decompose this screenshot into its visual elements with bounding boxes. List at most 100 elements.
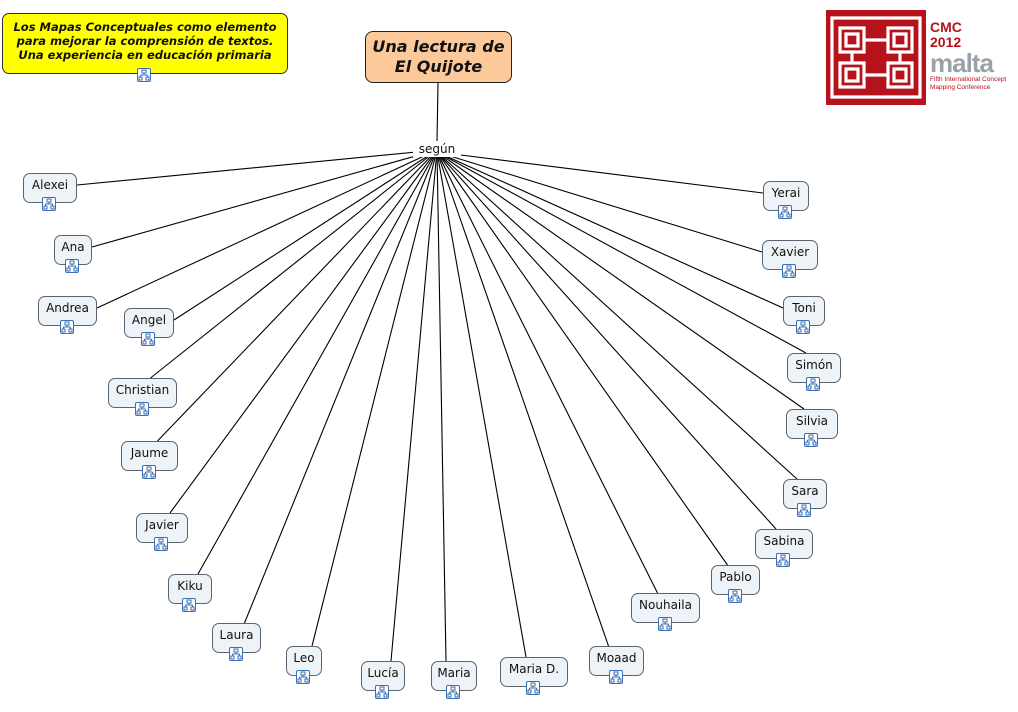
submap-icon[interactable] [806, 377, 820, 391]
concept-node[interactable]: Leo [286, 646, 322, 684]
main-to-phrase-line [436, 82, 439, 143]
linking-phrase[interactable]: según [413, 141, 461, 157]
concept-node[interactable]: Sabina [755, 529, 813, 567]
title-line-2: para mejorar la comprensión de textos. [16, 34, 274, 48]
link-line-5 [150, 149, 438, 379]
submap-icon[interactable] [137, 68, 151, 82]
submap-icon[interactable] [727, 589, 742, 603]
submap-icon[interactable] [154, 537, 168, 551]
concept-label: Angel [131, 313, 167, 327]
concept-node[interactable]: Maria [431, 661, 477, 699]
concept-node[interactable]: Javier [136, 513, 188, 551]
concept-label: Sabina [763, 534, 805, 548]
link-line-8 [197, 149, 438, 575]
link-line-21 [436, 151, 784, 309]
map-title-box[interactable]: Los Mapas Conceptuales como elemento par… [2, 13, 288, 82]
link-line-23 [436, 151, 764, 194]
submap-icon[interactable] [526, 681, 540, 695]
concept-label: Laura [219, 628, 254, 642]
concept-node[interactable]: Silvia [786, 409, 838, 447]
logo-malta-text: malta [930, 48, 994, 78]
submap-icon[interactable] [59, 320, 74, 334]
link-line-16 [436, 151, 728, 566]
submap-icon[interactable] [182, 598, 196, 612]
concept-node[interactable]: Xavier [762, 240, 818, 278]
logo-subtitle-2: Mapping Conference [930, 84, 991, 91]
link-line-18 [436, 151, 798, 480]
submap-icon[interactable] [228, 647, 243, 661]
logo-subtitle-1: Fifth International Concept [930, 76, 1007, 83]
submap-icon[interactable] [776, 553, 790, 567]
concept-label: Lucía [367, 666, 399, 680]
submap-icon[interactable] [65, 259, 79, 273]
link-line-12 [436, 151, 447, 662]
main-concept[interactable]: Una lectura de El Quijote [365, 31, 512, 83]
submap-icon[interactable] [296, 670, 310, 684]
submap-icon[interactable] [375, 685, 389, 699]
link-line-19 [436, 151, 805, 410]
concept-node[interactable]: Jaume [121, 441, 178, 479]
concept-label: Yerai [771, 186, 801, 200]
concept-label: Xavier [770, 245, 810, 259]
link-line-2 [91, 149, 438, 248]
concept-label: Kiku [177, 579, 203, 593]
concept-node[interactable]: Christian [108, 378, 177, 416]
submap-icon[interactable] [134, 402, 149, 416]
concept-label: Leo [293, 651, 315, 665]
link-line-11 [390, 149, 438, 662]
concept-node[interactable]: Alexei [23, 173, 77, 211]
submap-icon[interactable] [608, 670, 623, 684]
concept-node[interactable]: Sara [783, 479, 827, 517]
link-line-22 [436, 151, 763, 253]
link-line-17 [436, 151, 777, 530]
link-line-20 [436, 151, 807, 354]
concept-node[interactable]: Toni [783, 296, 825, 334]
concept-label: Christian [115, 383, 170, 397]
submap-icon[interactable] [42, 197, 56, 211]
concept-label: Javier [145, 518, 179, 532]
concept-label: Ana [61, 240, 85, 254]
concept-node[interactable]: Simón [787, 353, 841, 391]
link-line-10 [311, 149, 438, 647]
concept-label: Alexei [31, 178, 69, 192]
submap-icon[interactable] [782, 264, 796, 278]
submap-icon[interactable] [804, 433, 818, 447]
concept-node[interactable]: Laura [212, 623, 261, 661]
logo-cmc-text: CMC [930, 19, 962, 35]
link-line-9 [243, 149, 438, 624]
concept-label: Moaad [596, 651, 637, 665]
submap-icon[interactable] [446, 685, 460, 699]
title-line-3: Una experiencia en educación primaria [18, 48, 272, 62]
submap-icon[interactable] [657, 617, 672, 631]
link-line-14 [436, 151, 610, 647]
concept-node[interactable]: Nouhaila [631, 593, 700, 631]
link-line-1 [76, 149, 438, 186]
concept-node[interactable]: Lucía [361, 661, 405, 699]
submap-icon[interactable] [796, 320, 810, 334]
logo-mark-icon [826, 10, 926, 105]
link-line-3 [96, 149, 438, 309]
concept-node[interactable]: Angel [124, 308, 174, 346]
title-line-1: Los Mapas Conceptuales como elemento [13, 20, 277, 34]
concept-node[interactable]: Ana [54, 235, 92, 273]
concept-label: Simón [795, 358, 833, 372]
concept-label: Sara [791, 484, 819, 498]
concept-node[interactable]: Yerai [763, 181, 809, 219]
submap-icon[interactable] [797, 503, 811, 517]
concept-label: Nouhaila [639, 598, 692, 612]
concept-node[interactable]: Moaad [589, 646, 644, 684]
submap-icon[interactable] [141, 332, 155, 346]
link-line-13 [436, 151, 527, 658]
submap-icon[interactable] [141, 465, 156, 479]
concept-node[interactable]: Maria D. [500, 657, 568, 695]
concept-node[interactable]: Pablo [711, 565, 760, 603]
concept-node[interactable]: Kiku [168, 574, 212, 612]
concept-label: Pablo [719, 570, 752, 584]
concept-label: Toni [792, 301, 816, 315]
concept-label: Maria [437, 666, 471, 680]
concept-label: Maria D. [508, 662, 560, 676]
link-line-15 [436, 151, 658, 594]
concept-node[interactable]: Andrea [38, 296, 97, 334]
submap-icon[interactable] [778, 205, 792, 219]
